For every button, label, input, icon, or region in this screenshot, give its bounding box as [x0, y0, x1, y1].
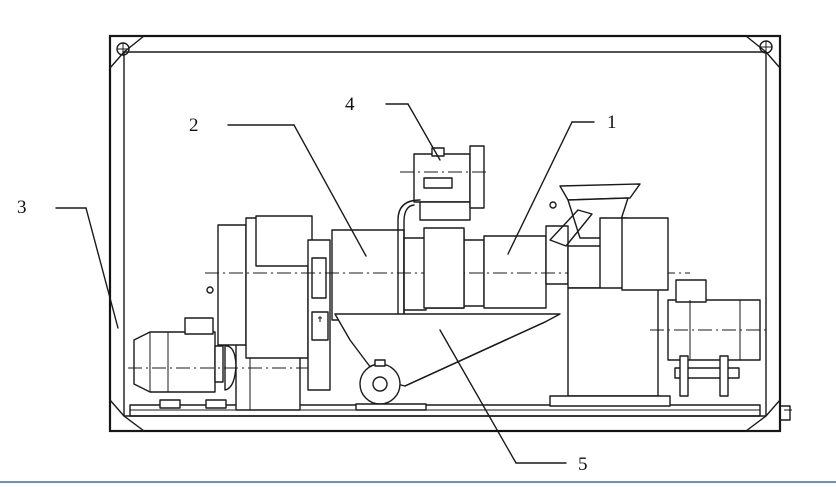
callout-1: 1 [607, 112, 617, 133]
bottom-rule [0, 481, 836, 483]
callout-5: 5 [578, 454, 588, 475]
collection-tray [334, 313, 561, 411]
callout-4: 4 [345, 94, 355, 115]
right-support [549, 217, 671, 407]
lifting-eye-left [116, 42, 130, 56]
base-skid [129, 404, 761, 417]
gear-reducer [205, 215, 340, 391]
lifting-eye-right [759, 40, 773, 54]
leader-lines [55, 103, 595, 464]
callout-2: 2 [189, 115, 199, 136]
top-motor [383, 145, 490, 367]
callout-3: 3 [17, 197, 27, 218]
right-motor [650, 279, 770, 397]
